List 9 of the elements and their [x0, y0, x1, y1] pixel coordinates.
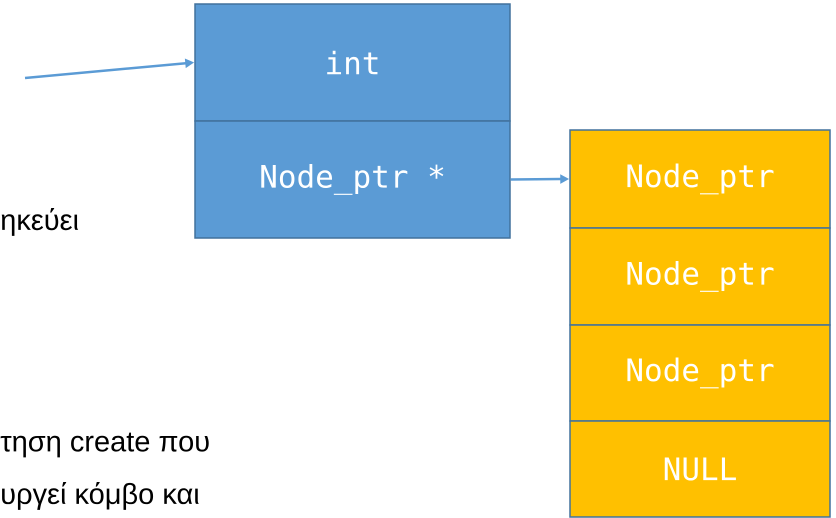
record-cell: Node_ptr — [569, 227, 831, 326]
record-cell: Node_ptr — [569, 129, 831, 229]
text-fragment: ηκεύει — [2, 208, 78, 236]
text-fragment: τηση create που — [0, 432, 209, 458]
record-cell: int — [194, 3, 511, 122]
text-fragment: υργεί κόμβο και — [2, 482, 199, 510]
record-cell: Node_ptr — [569, 324, 831, 422]
record-cell: Node_ptr * — [194, 120, 511, 239]
record-cell: NULL — [569, 420, 831, 518]
